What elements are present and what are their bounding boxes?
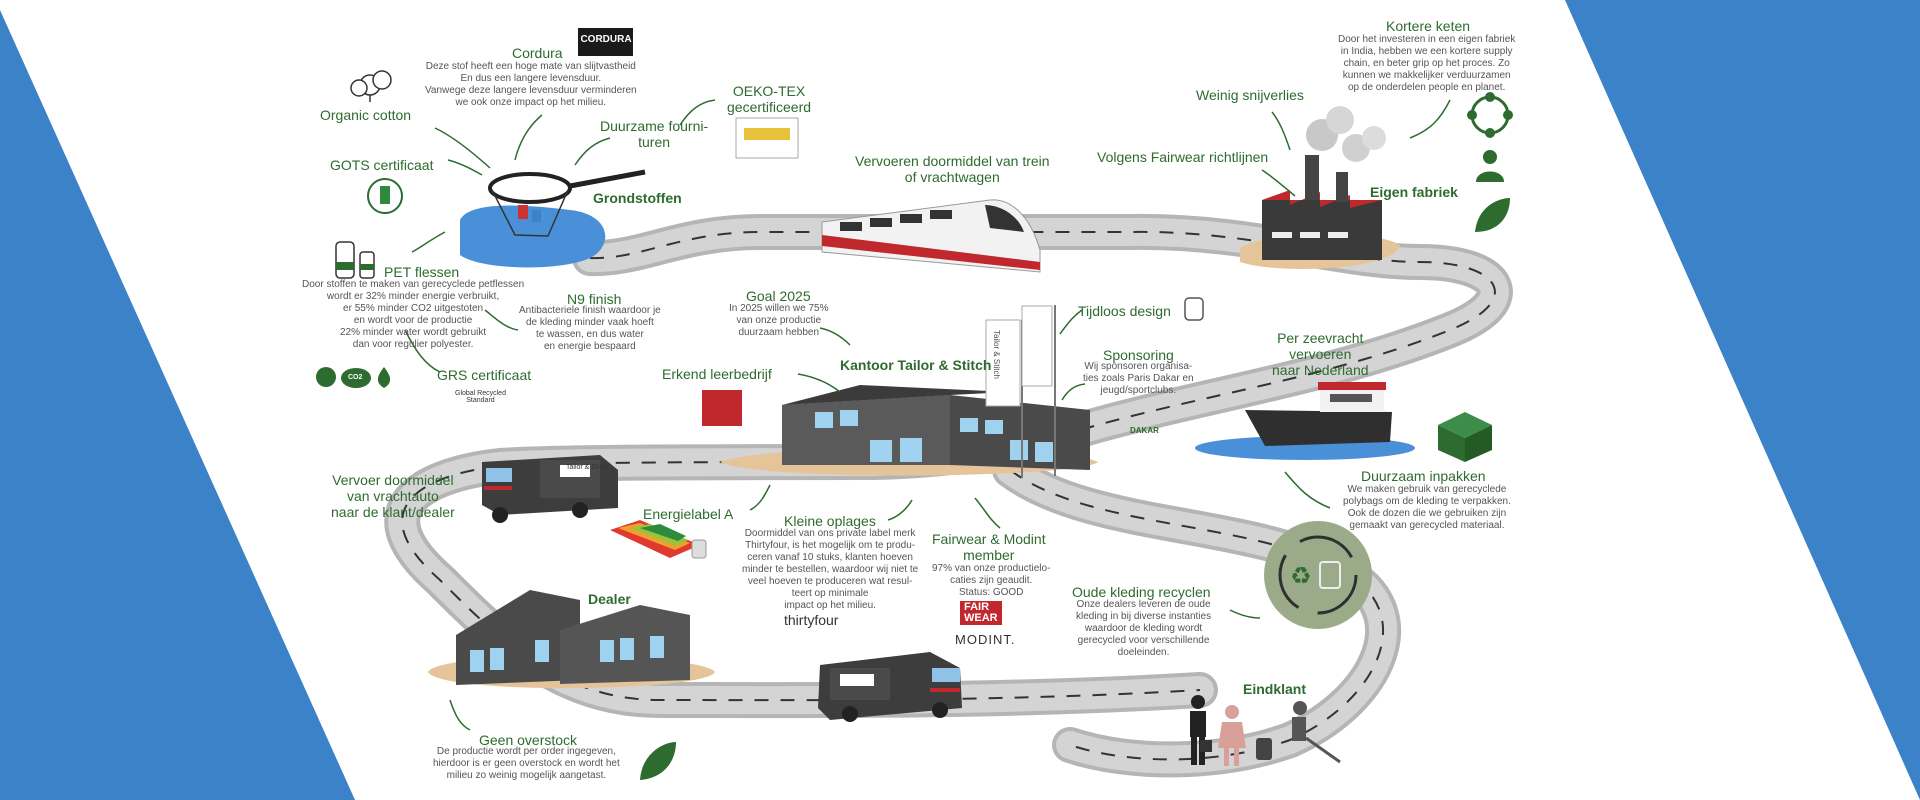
recyclen-title: Oude kleding recyclen — [1072, 584, 1211, 600]
trein-label: Vervoeren doormiddel van trein of vracht… — [855, 153, 1050, 185]
cloud-co2-icon — [341, 368, 371, 388]
ship-icon — [1195, 382, 1415, 460]
office-icon — [720, 305, 1098, 478]
arrows — [404, 99, 1451, 731]
train-icon — [821, 199, 1041, 273]
bolt-icon — [316, 367, 336, 387]
truck-icon — [482, 455, 618, 523]
kleine-oplages-description: Doormiddel van ons private label merk Th… — [742, 528, 919, 611]
left-blue-corner — [0, 0, 355, 800]
leerbedrijf-label: Erkend leerbedrijf — [662, 366, 772, 382]
eindklant-label: Eindklant — [1243, 681, 1307, 697]
net-icon — [460, 169, 646, 268]
pet-flessen-description: Door stoffen te maken van gerecyclede pe… — [302, 279, 525, 350]
zeevracht-label: Per zeevracht vervoeren naar Nederland — [1272, 330, 1369, 378]
pet-flessen-title: PET flessen — [384, 264, 460, 280]
truck-icon — [818, 652, 962, 722]
right-blue-corner — [1565, 0, 1920, 800]
oeko-tex-label: OEKO-TEX gecertificeerd — [727, 83, 812, 115]
kleine-oplages-title: Kleine oplages — [784, 513, 876, 529]
gots-icon — [367, 178, 403, 214]
oeko-tex-logo — [735, 117, 799, 159]
drop-icon — [377, 367, 391, 388]
thirtyfour-logo: thirtyfour — [784, 612, 839, 628]
svg-text:♻: ♻ — [1290, 562, 1312, 590]
network-icon — [1467, 92, 1513, 138]
n9-finish-title: N9 finish — [567, 291, 622, 307]
modint-logo: MODINT. — [955, 632, 1016, 647]
geen-overstock-description: De productie wordt per order ingegeven, … — [433, 746, 620, 781]
energy-label-icon — [610, 520, 707, 559]
grs-logo: Global Recycled Standard — [455, 390, 506, 404]
dakar-logo: DAKAR — [1130, 426, 1159, 435]
organic-cotton-label: Organic cotton — [320, 107, 412, 123]
bottle-icon — [335, 241, 375, 279]
truck-side-text: Tailor & Stitch — [566, 464, 609, 471]
snijverlies-label: Weinig snijverlies — [1196, 87, 1304, 103]
cotton-icon — [350, 70, 392, 102]
person-icon — [1476, 150, 1504, 182]
flag-text: Tailor & Stitch — [992, 330, 1001, 379]
fairwear-member-title: Fairwear & Modint member — [932, 531, 1046, 563]
dealer-label: Dealer — [588, 591, 631, 607]
geen-overstock-title: Geen overstock — [479, 732, 578, 748]
sponsoring-description: Wij sponsoren organisa- ties zoals Paris… — [1083, 361, 1194, 396]
dealer-building-icon — [428, 590, 715, 689]
recyclen-description: Onze dealers leveren de oude kleding in … — [1076, 599, 1212, 658]
leerbedrijf-logo — [702, 390, 742, 426]
kantoor-label: Kantoor Tailor & Stitch — [840, 357, 992, 373]
co2-icon-text: CO2 — [348, 374, 363, 381]
n9-finish-description: Antibacteriele finish waardoor je de kle… — [519, 305, 661, 352]
leaf-icon — [1475, 198, 1510, 232]
cordura-logo: CORDURA — [580, 34, 632, 45]
tijdloos-label: Tijdloos design — [1078, 303, 1171, 319]
leaf-icon — [640, 742, 676, 780]
fairwear-member-description: 97% van onze productielo- caties zijn ge… — [932, 563, 1051, 598]
kortere-keten-description: Door het investeren in een eigen fabriek… — [1338, 34, 1516, 93]
customers-icon — [1190, 695, 1341, 766]
goal-2025-description: In 2025 willen we 75% van onze productie… — [729, 303, 829, 338]
vrachtauto-label: Vervoer doormiddel van vrachtauto naar d… — [331, 472, 455, 520]
cordura-logo-bg — [578, 28, 633, 56]
cordura-title: Cordura — [512, 45, 563, 61]
eigen-fabriek-label: Eigen fabriek — [1370, 184, 1458, 200]
fairwear-logo: FAIR WEAR — [960, 601, 1002, 625]
goal-2025-title: Goal 2025 — [746, 288, 811, 304]
kortere-keten-title: Kortere keten — [1386, 18, 1471, 34]
jacket-icon — [1184, 297, 1204, 321]
grondstoffen-label: Grondstoffen — [593, 190, 682, 206]
sponsoring-title: Sponsoring — [1103, 347, 1174, 363]
factory-icon — [1240, 106, 1400, 269]
duurzaam-inpakken-title: Duurzaam inpakken — [1361, 468, 1486, 484]
box-icon — [1438, 412, 1492, 462]
duurzame-fournituren-label: Duurzame fourni- turen — [600, 118, 709, 150]
recycle-icon: ♻ — [1264, 521, 1372, 629]
energielabel-label: Energielabel A — [643, 506, 734, 522]
cordura-description: Deze stof heeft een hoge mate van slijtv… — [425, 61, 637, 108]
duurzaam-inpakken-description: We maken gebruik van gerecyclede polybag… — [1343, 484, 1511, 531]
gots-label: GOTS certificaat — [330, 157, 434, 173]
fairwear-richtlijnen-label: Volgens Fairwear richtlijnen — [1097, 149, 1269, 165]
grs-title: GRS certificaat — [437, 367, 532, 383]
